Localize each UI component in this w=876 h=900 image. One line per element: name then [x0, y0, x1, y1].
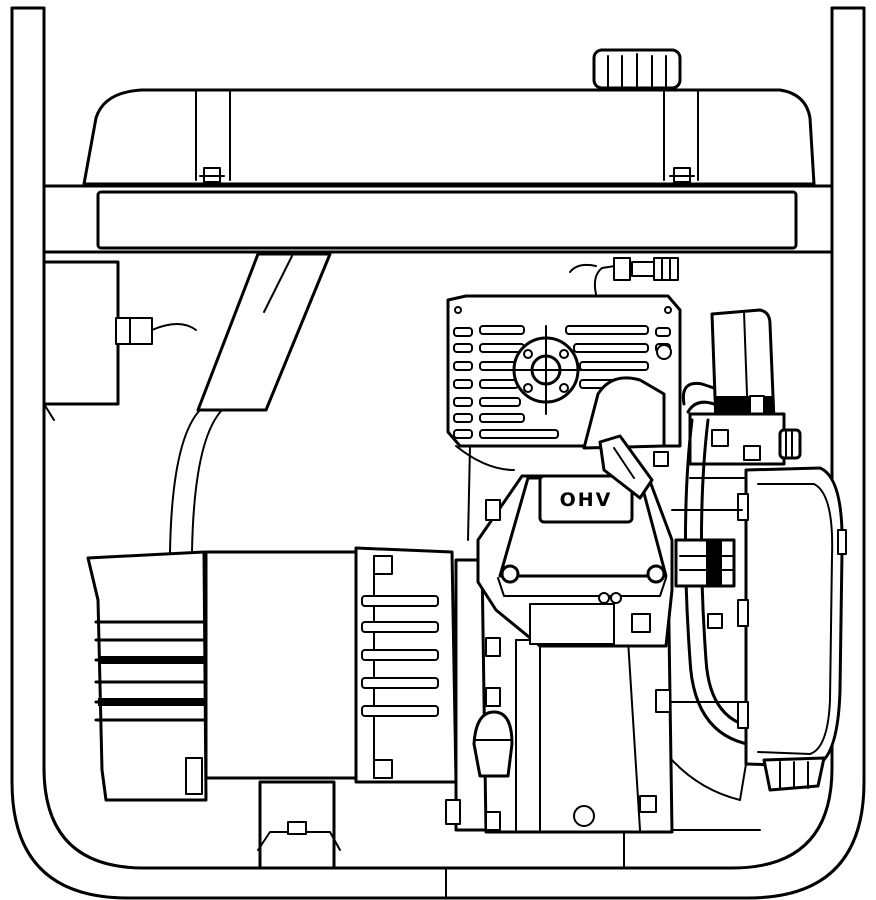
valve-cover: OHV	[476, 474, 674, 648]
oil-fill-cap[interactable]	[472, 710, 514, 778]
alternator-cooling-fins	[94, 620, 208, 722]
tank-crossbar	[42, 184, 834, 254]
fuel-cap[interactable]	[592, 48, 682, 90]
control-box	[42, 260, 197, 421]
engine-badge	[538, 474, 634, 524]
fuel-tank	[82, 88, 816, 186]
engine-base	[509, 829, 761, 867]
air-filter	[710, 308, 776, 426]
alternator	[86, 546, 458, 802]
alternator-mount	[257, 780, 341, 870]
throttle-linkage	[569, 257, 679, 295]
choke-knob[interactable]	[778, 428, 802, 460]
recoil-starter-housing	[655, 466, 847, 801]
alternator-vent-slots	[361, 595, 439, 717]
frame-tube	[10, 6, 866, 900]
engine-badge-label: OHV	[560, 489, 613, 511]
exhaust-pipe	[169, 252, 332, 553]
muffler-heat-shield-slots	[453, 325, 671, 439]
cylinder-head-bracket	[455, 376, 669, 541]
fuel-hose	[681, 381, 762, 748]
